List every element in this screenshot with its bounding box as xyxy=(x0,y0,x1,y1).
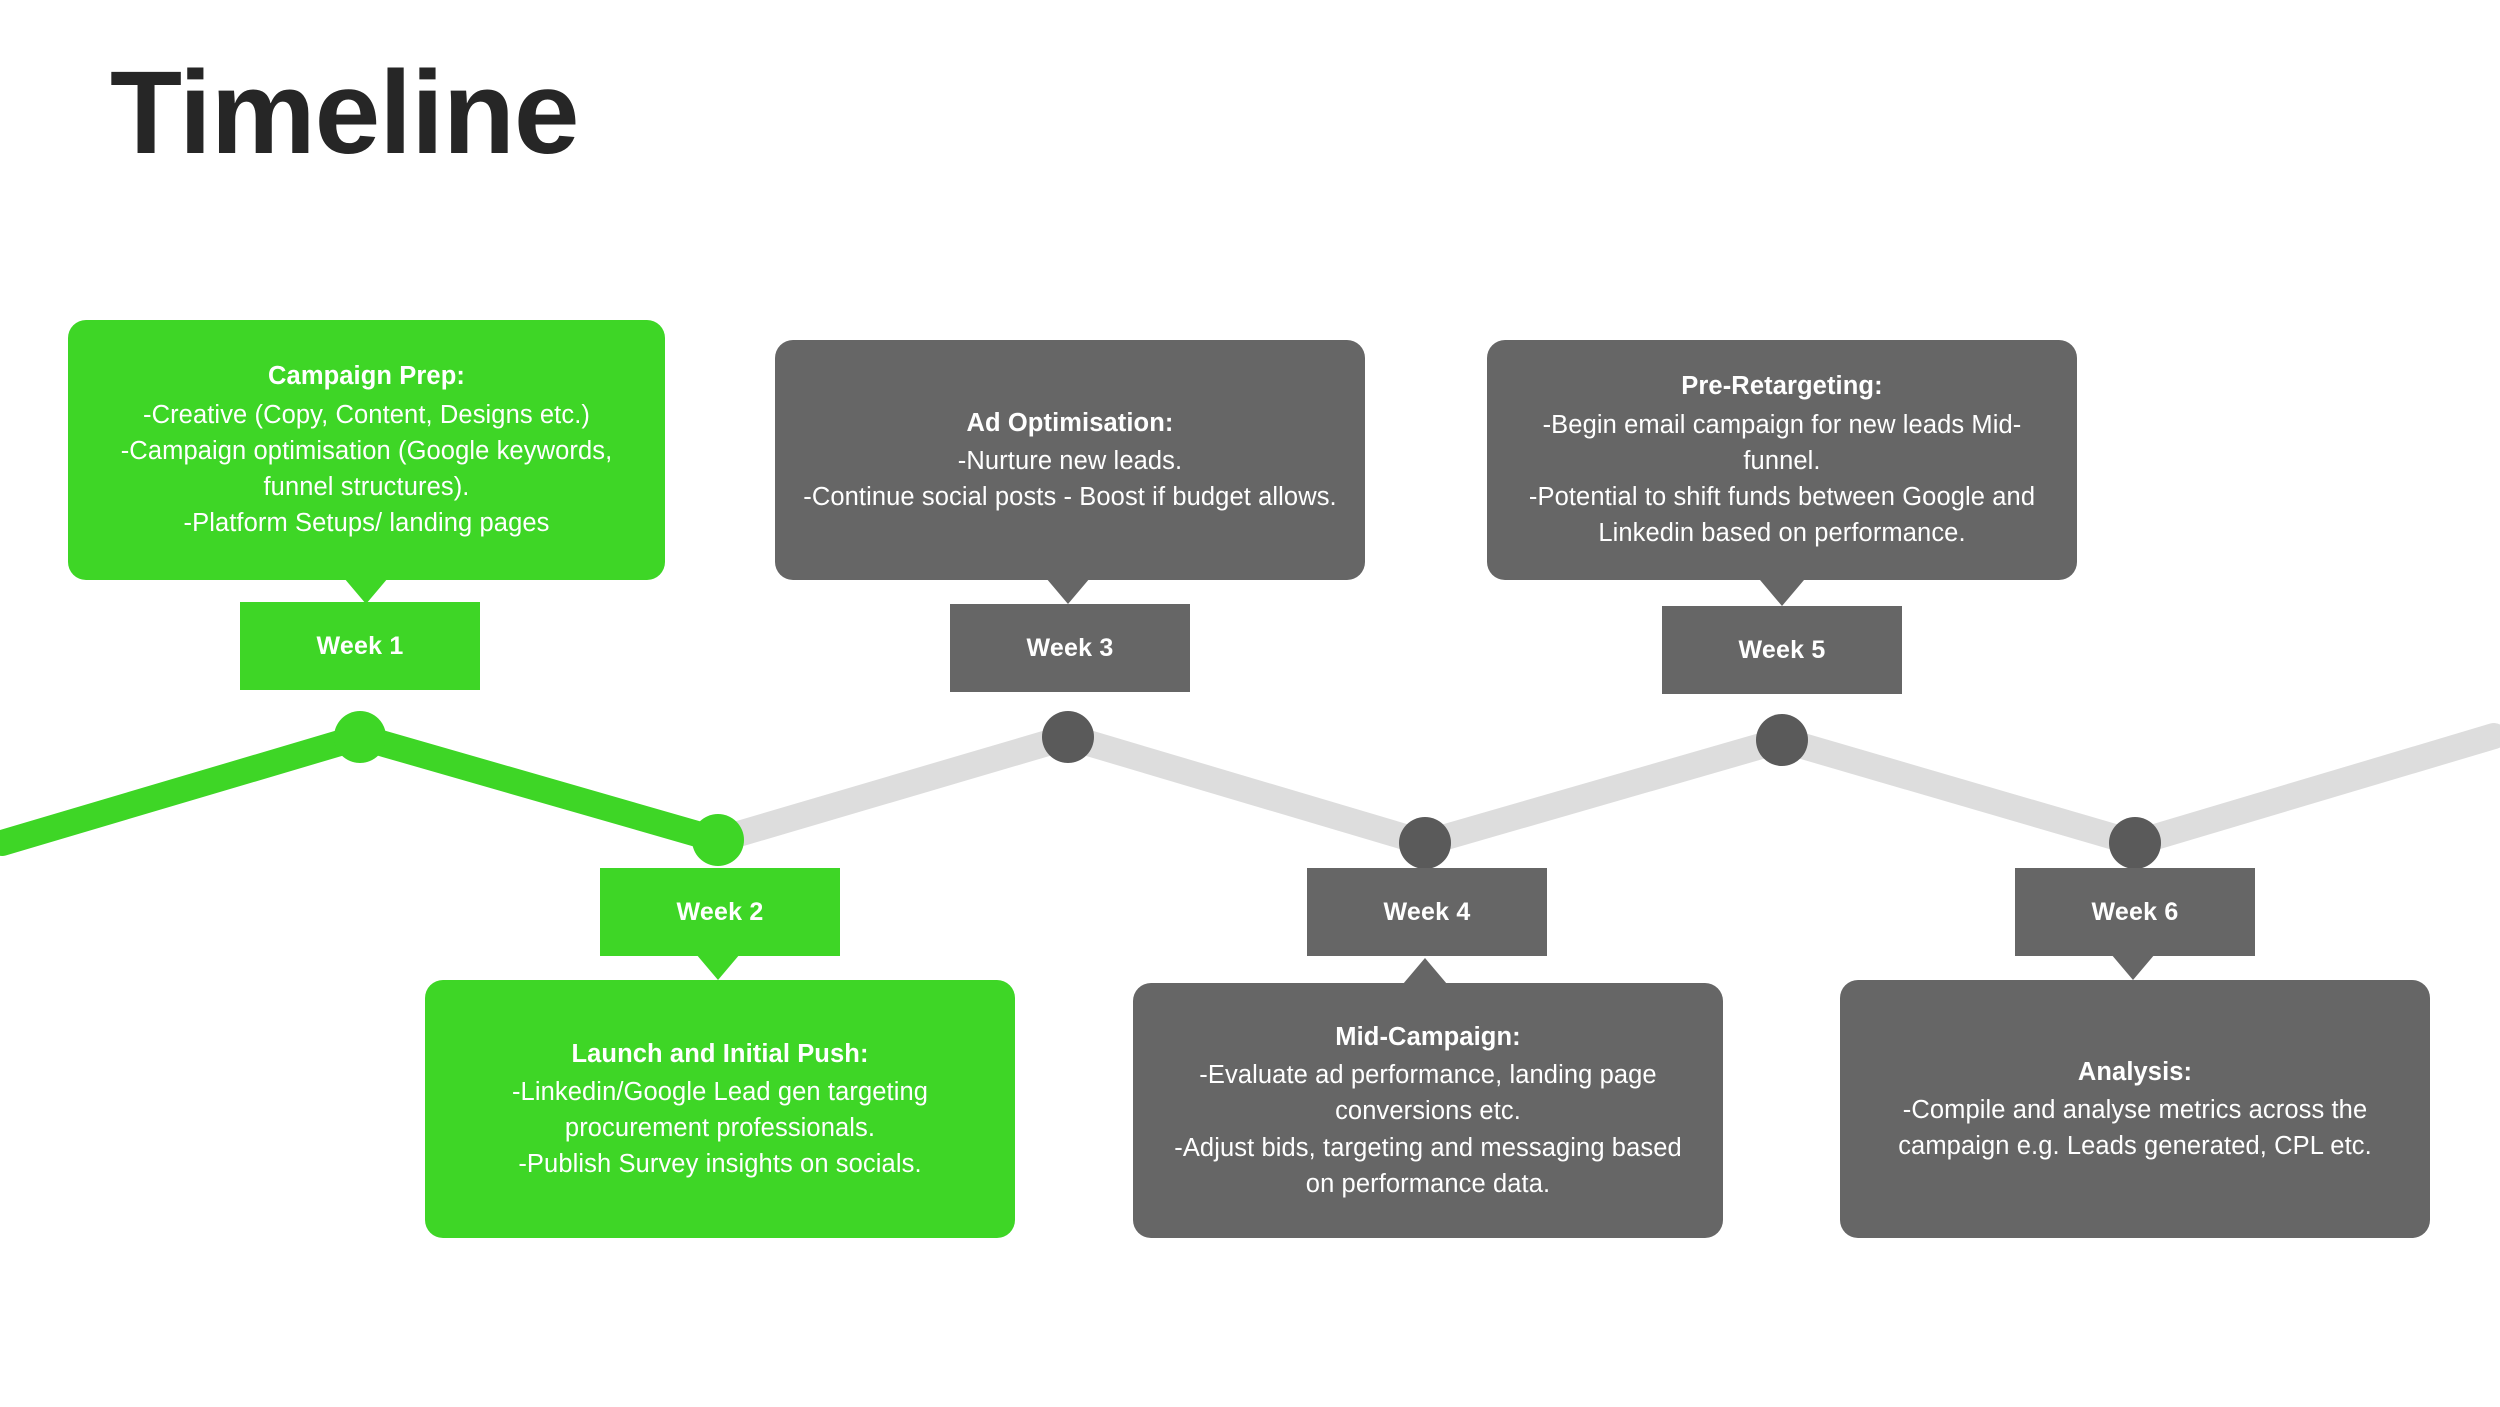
connector-segment-w1-w2-green xyxy=(347,724,731,853)
week-chip-4[interactable]: Week 4 xyxy=(1307,868,1547,956)
milestone-card-week-5[interactable]: Pre-Retargeting: -Begin email campaign f… xyxy=(1487,340,2077,580)
connector-segment-start-green xyxy=(0,724,373,856)
milestone-card-week-2-line-1: -Linkedin/Google Lead gen targeting proc… xyxy=(511,1077,929,1142)
connector-segment-w3-w4 xyxy=(1055,724,1438,856)
week-chip-5-label: Week 5 xyxy=(1738,635,1826,664)
week-chip-6-label: Week 6 xyxy=(2091,897,2179,926)
week-chip-4-label: Week 4 xyxy=(1383,897,1471,926)
milestone-card-week-1-text: Campaign Prep: -Creative (Copy, Content,… xyxy=(94,358,639,541)
notch-week-3 xyxy=(1046,578,1090,604)
milestone-card-week-6-line-1: -Compile and analyse metrics across the … xyxy=(1898,1095,2372,1161)
connector-segment-end xyxy=(2122,723,2500,856)
node-week-1[interactable] xyxy=(334,711,386,763)
node-week-4[interactable] xyxy=(1399,817,1451,869)
week-chip-1[interactable]: Week 1 xyxy=(240,602,480,690)
notch-week-1 xyxy=(344,578,388,604)
node-week-5[interactable] xyxy=(1756,714,1808,766)
week-chip-3-label: Week 3 xyxy=(1026,633,1114,662)
notch-week-5 xyxy=(1760,580,1804,606)
milestone-card-week-3-line-1: -Nurture new leads. xyxy=(957,446,1183,475)
milestone-card-week-1-line-2: -Campaign optimisation (Google keywords,… xyxy=(120,436,613,502)
node-week-3[interactable] xyxy=(1042,711,1094,763)
week-chip-3[interactable]: Week 3 xyxy=(950,604,1190,692)
milestone-card-week-4-line-2: -Adjust bids, targeting and messaging ba… xyxy=(1174,1133,1682,1198)
notch-week-6 xyxy=(2111,954,2155,980)
week-chip-2-label: Week 2 xyxy=(676,897,764,926)
milestone-card-week-2[interactable]: Launch and Initial Push: -Linkedin/Googl… xyxy=(425,980,1015,1238)
week-chip-6[interactable]: Week 6 xyxy=(2015,868,2255,956)
milestone-card-week-5-line-1: -Begin email campaign for new leads Mid-… xyxy=(1542,410,2022,475)
milestone-card-week-3[interactable]: Ad Optimisation: -Nurture new leads. -Co… xyxy=(775,340,1365,580)
node-week-6[interactable] xyxy=(2109,817,2161,869)
milestone-card-week-4-text: Mid-Campaign: -Evaluate ad performance, … xyxy=(1159,1019,1697,1202)
milestone-card-week-4-heading: Mid-Campaign: xyxy=(1335,1022,1521,1051)
notch-week-4 xyxy=(1403,958,1447,984)
milestone-card-week-5-text: Pre-Retargeting: -Begin email campaign f… xyxy=(1513,368,2051,551)
week-chip-5[interactable]: Week 5 xyxy=(1662,606,1902,694)
node-week-2[interactable] xyxy=(692,814,744,866)
milestone-card-week-1-line-3: -Platform Setups/ landing pages xyxy=(183,509,550,538)
milestone-card-week-1-heading: Campaign Prep: xyxy=(268,362,465,391)
milestone-card-week-2-text: Launch and Initial Push: -Linkedin/Googl… xyxy=(451,1036,989,1183)
milestone-card-week-6-heading: Analysis: xyxy=(2077,1057,2193,1086)
milestone-card-week-3-heading: Ad Optimisation: xyxy=(966,408,1174,437)
connector-segment-w2-w3 xyxy=(705,724,1081,853)
milestone-card-week-5-heading: Pre-Retargeting: xyxy=(1681,372,1883,401)
milestone-card-week-6[interactable]: Analysis: -Compile and analyse metrics a… xyxy=(1840,980,2430,1238)
connector-segment-w5-w6 xyxy=(1769,727,2148,856)
milestone-card-week-4[interactable]: Mid-Campaign: -Evaluate ad performance, … xyxy=(1133,983,1723,1238)
milestone-card-week-2-line-2: -Publish Survey insights on socials. xyxy=(518,1150,922,1179)
milestone-card-week-3-text: Ad Optimisation: -Nurture new leads. -Co… xyxy=(803,405,1337,516)
milestone-card-week-1[interactable]: Campaign Prep: -Creative (Copy, Content,… xyxy=(68,320,665,580)
week-chip-1-label: Week 1 xyxy=(316,631,404,660)
milestone-card-week-4-line-1: -Evaluate ad performance, landing page c… xyxy=(1199,1061,1657,1126)
milestone-card-week-3-line-2: -Continue social posts - Boost if budget… xyxy=(803,483,1337,512)
milestone-card-week-1-line-1: -Creative (Copy, Content, Designs etc.) xyxy=(142,400,590,429)
milestone-card-week-2-heading: Launch and Initial Push: xyxy=(571,1039,869,1068)
connector-segment-w4-w5 xyxy=(1412,727,1795,856)
milestone-card-week-6-text: Analysis: -Compile and analyse metrics a… xyxy=(1866,1054,2404,1165)
week-chip-2[interactable]: Week 2 xyxy=(600,868,840,956)
notch-week-2 xyxy=(696,954,740,980)
milestone-card-week-5-line-2: -Potential to shift funds between Google… xyxy=(1528,483,2036,548)
page-title: Timeline xyxy=(110,47,580,179)
